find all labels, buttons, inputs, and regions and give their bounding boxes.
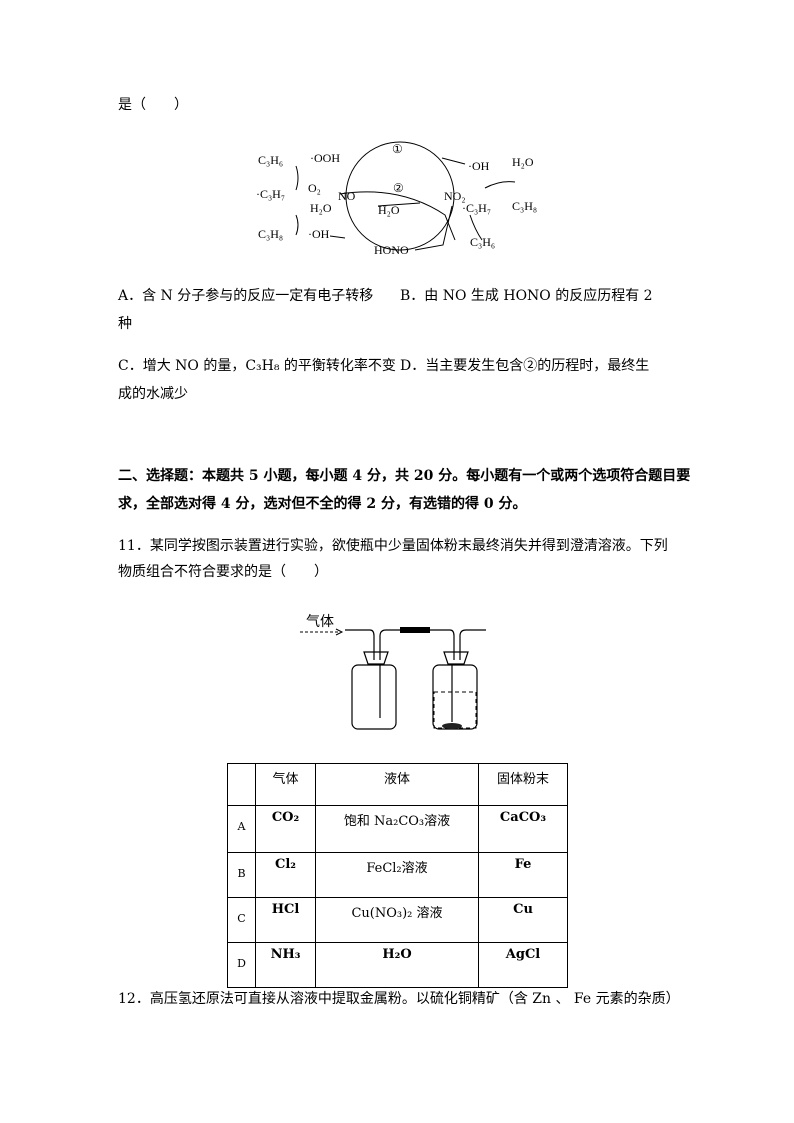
diagram-label: ① bbox=[392, 142, 403, 156]
diagram-label: C₃H₆ bbox=[258, 153, 283, 167]
gas-cell: Cl₂ bbox=[255, 852, 316, 898]
gas-cell: NH₃ bbox=[255, 942, 316, 988]
diagram-label: ·OOH bbox=[310, 151, 340, 165]
row-label: A bbox=[227, 805, 256, 853]
solid-cell: Cu bbox=[478, 897, 568, 943]
table-header-cell: 液体 bbox=[315, 763, 479, 806]
liquid-cell: FeCl₂溶液 bbox=[315, 852, 479, 898]
option-d-cont: 成的水减少 bbox=[118, 386, 188, 402]
diagram-label: C₃H₈ bbox=[258, 227, 283, 241]
diagram-label: C₃H₈ bbox=[512, 199, 537, 213]
table-header-row: 气体 液体 固体粉末 bbox=[227, 763, 568, 806]
liquid-cell: H₂O bbox=[315, 942, 479, 988]
reaction-cycle-diagram: C₃H₆ ·OOH ① ·OH H₂O O₂ ·C₃H₇ NO ② NO₂ ·C… bbox=[256, 141, 537, 257]
table-row: B Cl₂ FeCl₂溶液 Fe bbox=[227, 852, 568, 898]
section-heading: 二、选择题：本题共 5 小题，每小题 4 分，共 20 分。每小题有一个或两个选… bbox=[118, 468, 691, 484]
diagram-label: ② bbox=[393, 181, 404, 195]
option-b-cont: 种 bbox=[118, 316, 132, 332]
option-d: D．当主要发生包含②的历程时，最终生 bbox=[400, 358, 650, 374]
table-header-cell bbox=[227, 763, 256, 806]
row-label: D bbox=[227, 942, 256, 988]
gas-cell: CO₂ bbox=[255, 805, 316, 853]
row-label: B bbox=[227, 852, 256, 898]
reagent-table: 气体 液体 固体粉末 A CO₂ 饱和 Na₂CO₃溶液 CaCO₃ B Cl₂… bbox=[227, 763, 568, 988]
diagram-label: O₂ bbox=[308, 181, 321, 195]
table-row: D NH₃ H₂O AgCl bbox=[227, 942, 568, 988]
diagram-label: H₂O bbox=[310, 201, 332, 215]
solid-cell: Fe bbox=[478, 852, 568, 898]
table-header-cell: 气体 bbox=[255, 763, 316, 806]
solid-cell: AgCl bbox=[478, 942, 568, 988]
row-label: C bbox=[227, 897, 256, 943]
q11-stem-cont: 物质组合不符合要求的是（ ） bbox=[118, 564, 328, 580]
diagram-label: HONO bbox=[374, 243, 409, 257]
solid-cell: CaCO₃ bbox=[478, 805, 568, 853]
table-row: A CO₂ 饱和 Na₂CO₃溶液 CaCO₃ bbox=[227, 805, 568, 853]
diagram-label: C₃H₆ bbox=[470, 235, 495, 249]
diagram-label: NO₂ bbox=[444, 189, 466, 203]
table-header-cell: 固体粉末 bbox=[478, 763, 568, 806]
diagram-label: ·OH bbox=[308, 227, 330, 241]
table-row: C HCl Cu(NO₃)₂ 溶液 Cu bbox=[227, 897, 568, 943]
q12-stem: 12．高压氢还原法可直接从溶液中提取金属粉。以硫化铜精矿（含 Zn 、 Fe 元… bbox=[118, 991, 680, 1007]
q10-stem-tail: 是（ ） bbox=[118, 97, 188, 113]
option-c: C．增大 NO 的量，C₃H₈ 的平衡转化率不变 bbox=[118, 358, 396, 374]
option-b: B．由 NO 生成 HONO 的反应历程有 2 bbox=[400, 288, 653, 304]
section-heading-cont: 求，全部选对得 4 分，选对但不全的得 2 分，有选错的得 0 分。 bbox=[118, 496, 527, 512]
liquid-cell: 饱和 Na₂CO₃溶液 bbox=[315, 805, 479, 853]
option-a: A．含 N 分子参与的反应一定有电子转移 bbox=[118, 288, 374, 304]
diagram-label: ·C₃H₇ bbox=[256, 187, 285, 201]
gas-label: 气体 bbox=[306, 614, 334, 630]
diagram-label: H₂O bbox=[378, 203, 400, 217]
gas-cell: HCl bbox=[255, 897, 316, 943]
liquid-cell: Cu(NO₃)₂ 溶液 bbox=[315, 897, 479, 943]
diagram-label: NO bbox=[338, 189, 356, 203]
q11-stem: 11．某同学按图示装置进行实验，欲使瓶中少量固体粉末最终消失并得到澄清溶液。下列 bbox=[118, 538, 668, 554]
diagram-label: ·OH bbox=[468, 159, 490, 173]
gas-washing-apparatus: 气体 bbox=[300, 614, 486, 730]
diagram-label: H₂O bbox=[512, 155, 534, 169]
diagram-label: ·C₃H₇ bbox=[462, 201, 491, 215]
